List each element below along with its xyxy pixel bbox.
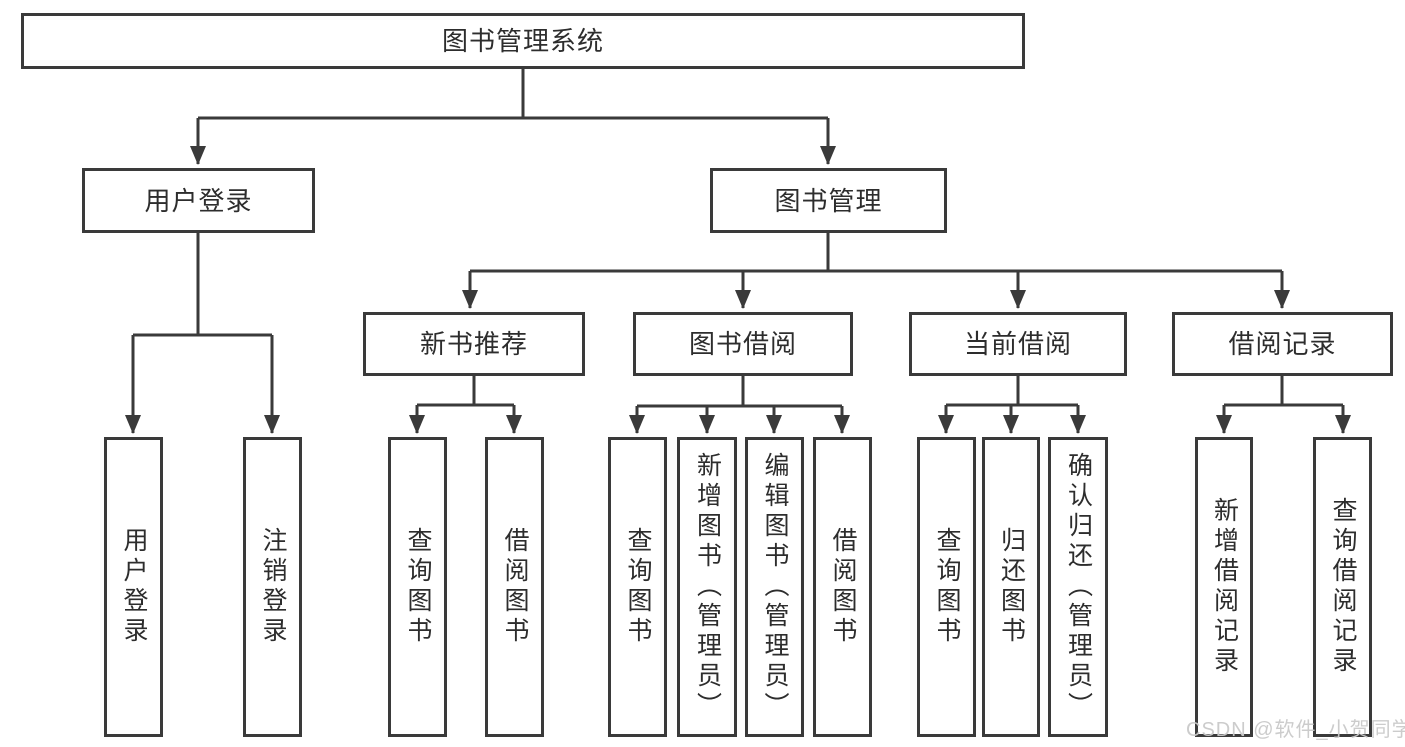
- leaf-query-books-current: 查询图书: [917, 437, 976, 737]
- leaf-query-borrow-record: 查询借阅记录: [1313, 437, 1372, 737]
- node-root-library-system: 图书管理系统: [21, 13, 1025, 69]
- leaf-query-books-borrow: 查询图书: [608, 437, 667, 737]
- leaf-add-borrow-record: 新增借阅记录: [1195, 437, 1253, 737]
- node-borrow-record: 借阅记录: [1172, 312, 1393, 376]
- node-book-management: 图书管理: [710, 168, 947, 233]
- leaf-edit-books-admin: 编辑图书（管理员）: [745, 437, 804, 737]
- leaf-borrow-books-recommend: 借阅图书: [485, 437, 544, 737]
- node-user-login: 用户登录: [82, 168, 315, 233]
- leaf-borrow-books: 借阅图书: [813, 437, 872, 737]
- leaf-return-books: 归还图书: [982, 437, 1040, 737]
- leaf-confirm-return-admin: 确认归还（管理员）: [1048, 437, 1108, 737]
- csdn-watermark: CSDN @软件_小贺同学: [1186, 719, 1405, 741]
- leaf-logout: 注销登录: [243, 437, 302, 737]
- leaf-query-books-recommend: 查询图书: [388, 437, 447, 737]
- leaf-user-login: 用户登录: [104, 437, 163, 737]
- node-current-borrow: 当前借阅: [909, 312, 1127, 376]
- node-new-book-recommend: 新书推荐: [363, 312, 585, 376]
- node-book-borrow: 图书借阅: [633, 312, 853, 376]
- leaf-add-books-admin: 新增图书（管理员）: [677, 437, 737, 737]
